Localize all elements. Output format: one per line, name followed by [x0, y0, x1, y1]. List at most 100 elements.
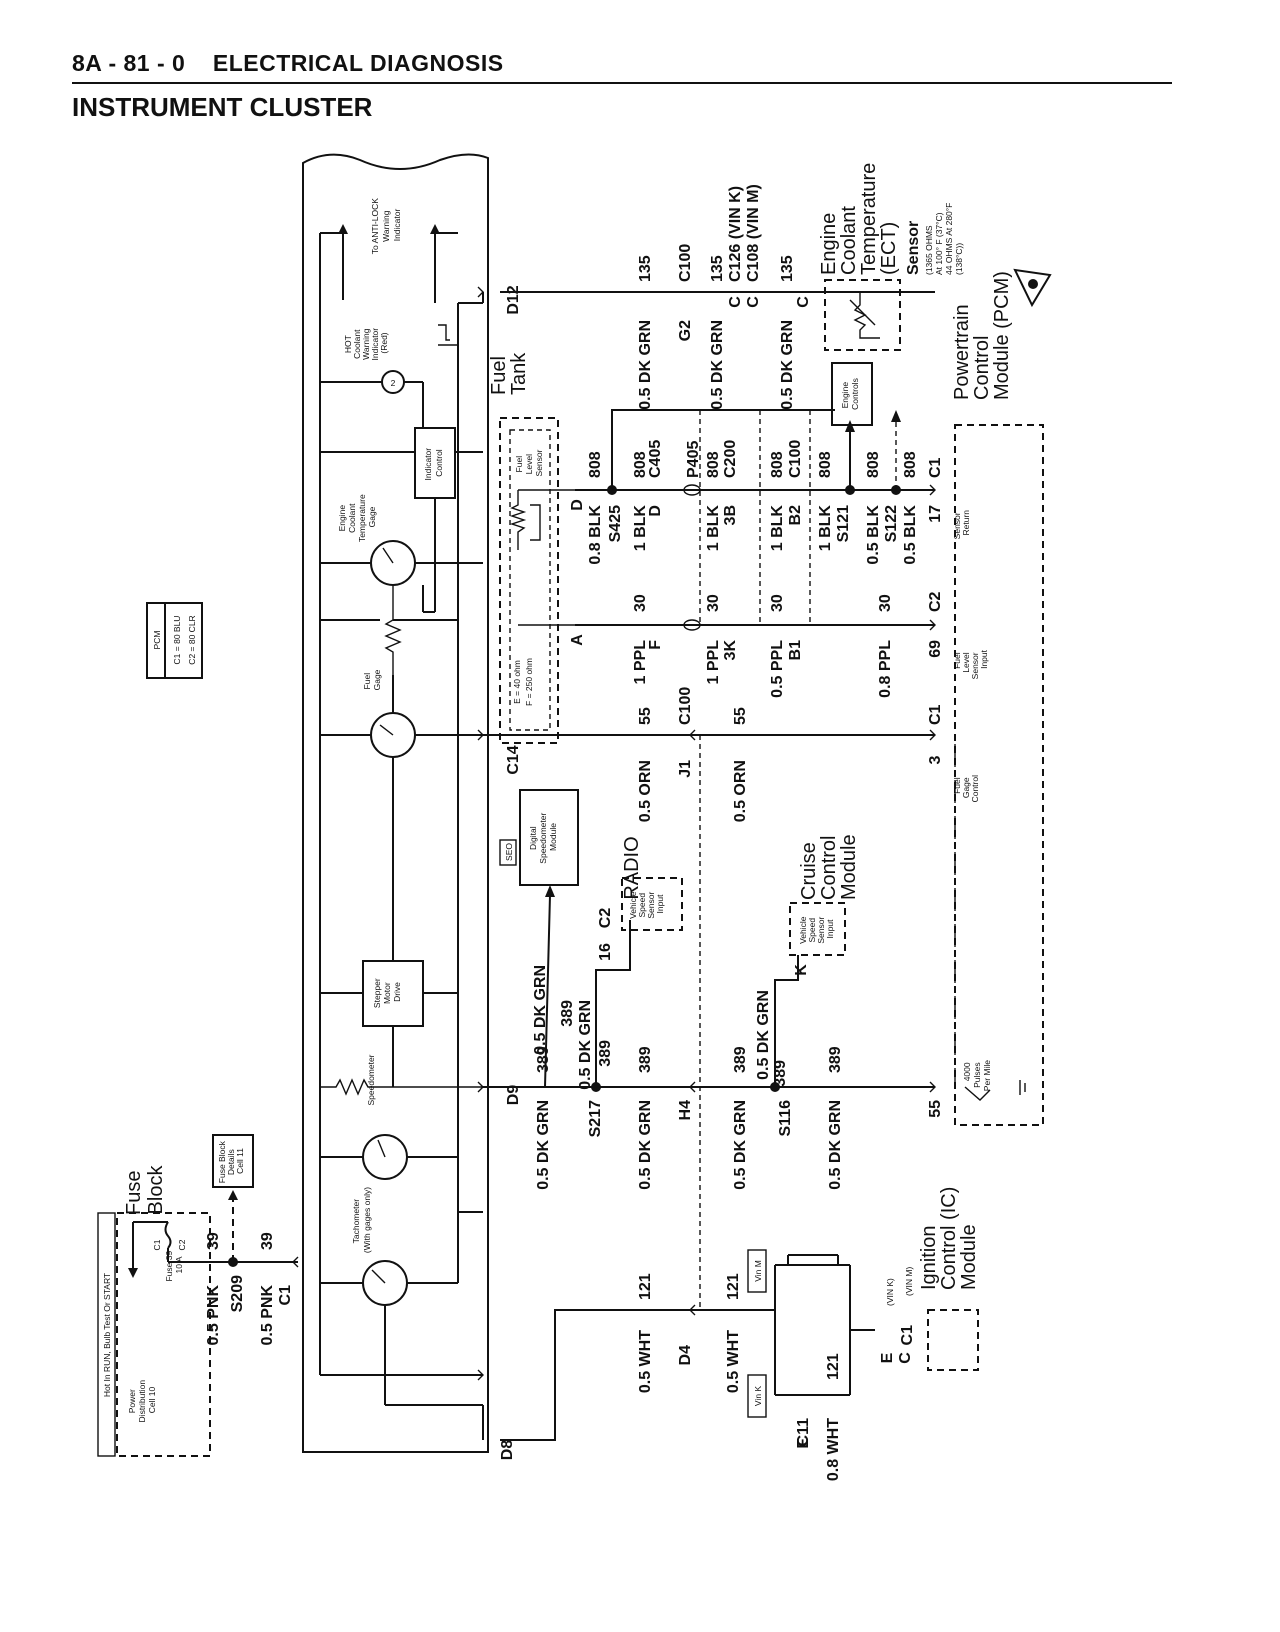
dsm-l3: Module	[548, 823, 558, 851]
w-05wht-a: 0.5 WHT	[637, 1330, 654, 1393]
pcm-box-title: PCM	[152, 631, 162, 650]
svg-text:4000 Pulses Per Mile: 4000 Pulses Per Mile	[962, 1060, 992, 1091]
w-1blk-b: 1 BLK	[705, 505, 722, 552]
w-05ppl: 0.5 PPL	[769, 640, 786, 698]
w-30-a: 30	[632, 594, 649, 612]
w-05dkgrn-c: 0.5 DK GRN	[732, 1100, 749, 1190]
svg-text:Tachometer (With gages o: Tachometer (With gages only)	[351, 1187, 372, 1253]
svg-text:Stepper Motor Drive: Stepper Motor Drive	[372, 976, 402, 1008]
s425: S425	[607, 505, 624, 542]
abs-l3: Indicator	[392, 209, 402, 242]
svg-text:Indicator Control: Indicator Control	[423, 446, 444, 481]
pcm-c1-a: C1	[927, 704, 944, 725]
gage-resistor	[384, 585, 402, 675]
fuel-tank-l1: Fuel	[488, 356, 510, 395]
w-05blk-b: 0.5 BLK	[902, 505, 919, 565]
radio-branch	[595, 920, 631, 1087]
w-808-b: 808	[632, 451, 649, 478]
flsi-l2: Level	[961, 652, 971, 672]
pin-3k: 3K	[722, 640, 739, 661]
c126: C126 (VIN K)	[727, 186, 744, 282]
icm-l1: Ignition	[918, 1226, 940, 1291]
w-1blk-c: 1 BLK	[769, 505, 786, 552]
svg-text:Fuel Gage: Fuel Gage	[362, 669, 382, 690]
w-55-b: 55	[732, 707, 749, 725]
ect-gage: Engine Coolant Temperature Gage	[320, 494, 483, 586]
pcm-3: 3	[927, 755, 944, 764]
ect-l5: Sensor	[905, 221, 922, 275]
ec-l2: Controls	[850, 378, 860, 410]
s209: S209	[229, 1275, 246, 1312]
w-389-cruise: 389	[772, 1060, 789, 1087]
dsm-l1: Digital	[528, 826, 538, 850]
fgc-l3: Control	[970, 775, 980, 803]
header-rule	[72, 82, 1172, 84]
seo-arrow	[545, 885, 555, 897]
fuse39-l2: 10 A	[174, 1256, 184, 1273]
icm-l2: Control (IC)	[938, 1187, 960, 1290]
h4-label: H4	[677, 1100, 694, 1121]
w-389-a: 389	[535, 1046, 552, 1073]
vin-m-box	[747, 1249, 767, 1293]
fuel-gage: Fuel Gage	[320, 669, 483, 758]
speedometer-label: Speedometer	[366, 1054, 376, 1105]
tach-label: Tachometer	[351, 1199, 361, 1244]
seo: SEO	[504, 843, 514, 861]
w-05dkgrn-a: 0.5 DK GRN	[535, 1100, 552, 1190]
pcm-connector-box	[146, 602, 203, 679]
radio-vss-outline	[621, 877, 683, 931]
cruise-k: K	[793, 964, 810, 976]
hot-l5: (Red)	[379, 332, 389, 353]
hot-coolant-lamp: 2 HOT Coolant Warning Indicator (Red)	[320, 328, 424, 428]
ec-l1: Engine	[840, 382, 850, 409]
w-30-d: 30	[877, 594, 894, 612]
w-05wht-b: 0.5 WHT	[725, 1330, 742, 1393]
svg-text:Vehicle Speed Sensor: Vehicle Speed Sensor Input	[798, 914, 835, 944]
cruise-l1: Cruise	[798, 842, 820, 900]
c200: C200	[722, 440, 739, 478]
w-05dkgrn-ect-a: 0.5 DK GRN	[637, 320, 654, 410]
indicator-l1: Indicator	[423, 448, 433, 481]
cruise-branch	[774, 955, 799, 1087]
engine-controls-box	[831, 362, 873, 426]
pin-3b: 3B	[722, 505, 739, 525]
flsi-l3: Sensor	[970, 652, 980, 679]
pcm-c2: C2	[927, 591, 944, 612]
fuel-tank-l2: Tank	[508, 352, 530, 395]
w-39-b: 39	[259, 1232, 276, 1250]
fgc-l2: Gage	[961, 777, 971, 798]
p405: P405	[685, 441, 702, 478]
abs-arrow-left	[338, 224, 348, 234]
pulses-l2: Pulses	[972, 1062, 982, 1088]
ect-gage-l2: Coolant	[347, 503, 357, 533]
hot-l4: Indicator	[370, 328, 380, 361]
ect-sensor-outline	[824, 279, 901, 351]
p405-connector-b	[683, 484, 701, 496]
abs-l1: To ANTI-LOCK	[370, 198, 380, 255]
radio-vss-l2: Speed	[637, 893, 647, 918]
w-55-a: 55	[637, 707, 654, 725]
cruise-l3: Module	[838, 834, 860, 900]
w-1ppl-b: 1 PPL	[705, 640, 722, 685]
c1-cluster: C1	[277, 1285, 294, 1306]
w-08ppl: 0.8 PPL	[877, 640, 894, 698]
w-121-b: 121	[725, 1273, 742, 1300]
abs-l2: Warning	[381, 210, 391, 242]
pin-b1: B1	[787, 640, 804, 661]
c11: C11	[795, 1418, 812, 1447]
s121: S121	[835, 505, 852, 542]
pd-l3: Cell 10	[147, 1387, 157, 1414]
svg-text:Fuse Block: Fuse Block	[123, 1165, 167, 1215]
svg-text:Engine Controls: Engine Controls	[840, 378, 860, 410]
w-1blk-a: 1 BLK	[632, 505, 649, 552]
vss-resistor	[320, 1078, 483, 1096]
sr-l2: Return	[961, 510, 971, 536]
w-05orn-a: 0.5 ORN	[637, 760, 654, 822]
cruise-vss-l1: Vehicle	[798, 916, 808, 944]
pin-a: A	[569, 634, 586, 646]
c14-label: C14	[505, 745, 522, 774]
pcm-box-c1: C1 = 80 BLU	[172, 616, 182, 665]
page-code: 8A - 81 - 0	[72, 50, 186, 76]
cruise-vss-l3: Sensor	[816, 917, 826, 944]
w-39-a: 39	[205, 1232, 222, 1250]
